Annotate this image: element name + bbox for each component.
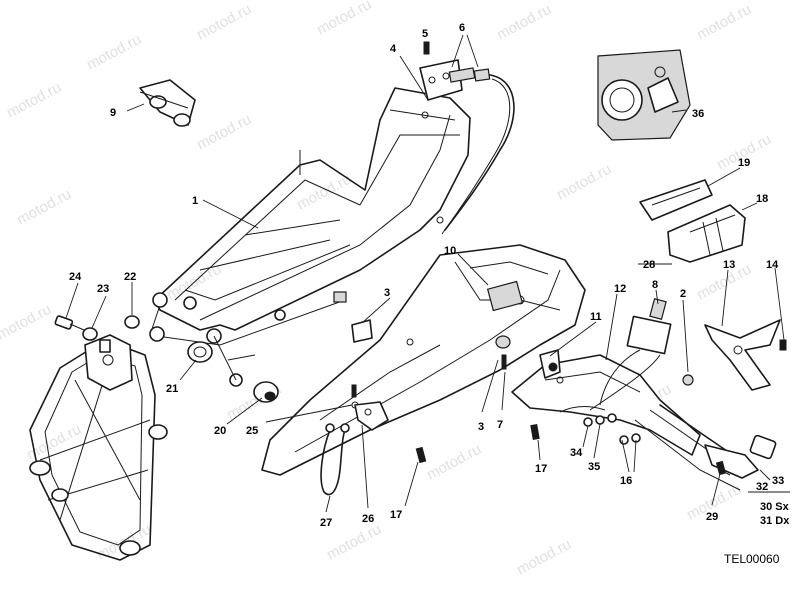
callout-4: 4 [390,43,397,55]
reference-code: TEL00060 [724,552,780,566]
callout-27: 27 [320,517,332,529]
callout-10: 10 [444,245,456,257]
callout-22: 22 [124,271,136,283]
callout-32: 32 [756,481,768,493]
callout-5: 5 [422,28,428,40]
leader-lines [65,34,790,513]
part-14-screw [779,339,787,351]
watermark: motod.ru [424,441,484,484]
callout-29: 29 [706,511,718,523]
relay-assembly [589,298,672,411]
turn-signal [659,404,777,479]
callout-25: 25 [246,425,258,437]
watermark: motod.ru [314,0,374,39]
callout-17: 17 [390,509,402,521]
part-13-plate-support [704,319,781,391]
callout-7: 7 [497,419,503,431]
callout-26: 26 [362,513,374,525]
top-bracket-assembly [419,41,491,101]
callout-12: 12 [614,283,626,295]
rear-subframe [149,87,471,387]
callout-6: 6 [459,22,465,34]
callout-34: 34 [570,447,583,459]
part-9-bracket [139,79,196,127]
watermark: motod.ru [514,536,574,579]
watermark: motod.ru [0,301,54,344]
part-36-kit-bag [597,49,691,141]
main-frame-outline [29,334,168,561]
watermark: motod.ru [324,521,384,564]
callout-1: 1 [192,195,198,207]
callout-13: 13 [723,259,735,271]
callout-21: 21 [166,383,178,395]
cable [444,74,515,231]
callout-labels: 1 2 3 3 4 5 6 7 8 9 10 11 12 13 14 16 17… [69,22,790,529]
callout-36: 36 [692,108,704,120]
watermark: motod.ru [194,111,254,154]
callout-18: 18 [756,193,768,205]
callout-11: 11 [590,311,602,323]
part-19-tool [639,179,713,221]
callout-3: 3 [478,421,484,433]
callout-2: 2 [680,288,686,300]
callout-35: 35 [588,461,600,473]
callout-20: 20 [214,425,226,437]
watermark: motod.ru [4,79,64,122]
callout-17: 17 [535,463,547,475]
rear-fender [261,244,586,476]
part-2-grommet [682,374,694,386]
watermark: motod.ru [694,1,754,44]
callout-9: 9 [110,107,116,119]
callout-3: 3 [384,287,390,299]
callout-33: 33 [772,475,784,487]
part-18-pouch [667,204,746,263]
callout-19: 19 [738,157,750,169]
watermark: motod.ru [14,186,74,229]
watermark: motod.ru [84,31,144,74]
watermark: motod.ru [194,1,254,44]
callout-23: 23 [97,283,109,295]
callout-31: 31 Dx [760,515,790,527]
callout-8: 8 [652,279,658,291]
callout-30: 30 Sx [760,501,790,513]
watermark: motod.ru [554,161,614,204]
callout-24: 24 [69,271,82,283]
callout-28: 28 [643,259,655,271]
callout-16: 16 [620,475,632,487]
callout-14: 14 [766,259,779,271]
small-hardware [54,315,727,496]
watermark: motod.ru [494,1,554,44]
